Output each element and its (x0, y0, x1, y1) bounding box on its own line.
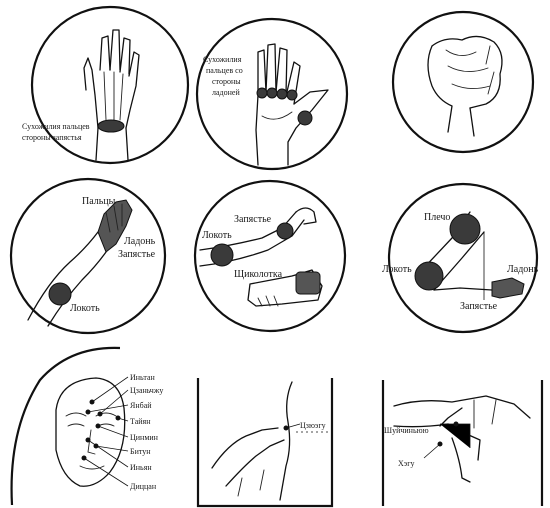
arm-drawing (27, 199, 133, 327)
hand-drawing (393, 395, 531, 483)
label-palm-tendons-4: ладоней (212, 88, 240, 97)
elbow-point-3 (414, 261, 444, 291)
face-drawing (55, 377, 126, 487)
point-dot-hand-1 (453, 421, 459, 427)
label-elbow: Локоть (70, 303, 100, 314)
label-shoulder: Плечо (424, 212, 450, 223)
panel-2-frame (195, 17, 349, 171)
label-ankle: Щиколотка (234, 269, 283, 280)
panel-6-frame (387, 182, 539, 334)
label-fingers: Пальцы (82, 196, 116, 207)
label-palm-tendons-1: Сухожилия (203, 55, 242, 64)
label-palm-tendons-3: стороны (212, 77, 241, 86)
label-point-5: Цинмин (130, 433, 159, 442)
panel-8-frame (196, 378, 334, 508)
panel-face-points: Иньтан Цзаньчжу Янбай Тайян Цинмин Битун… (10, 346, 163, 506)
label-point-6: Битун (130, 447, 151, 456)
palm-tendon-point-2 (266, 87, 278, 99)
palm-tendon-point-4 (286, 89, 298, 101)
panel-7-frame (10, 346, 121, 506)
panel-9-frame (381, 380, 544, 506)
panel-3-frame (391, 10, 535, 154)
label-hand-point-2: Хэгу (398, 459, 415, 468)
elbow-point-2 (210, 243, 234, 267)
label-wrist-2: Запястье (234, 214, 272, 225)
palm-thenar-point (297, 110, 313, 126)
panel-palm: Сухожилия пальцев со стороны ладоней (195, 17, 349, 171)
label-palm: Ладонь (124, 236, 156, 247)
wrist-tendon-point (97, 119, 125, 133)
shoulder-point (449, 213, 481, 245)
panel-4-frame (9, 177, 167, 335)
back-of-hand-drawing (83, 29, 140, 161)
label-hand-point-1: Шуйчиньюю (384, 426, 429, 435)
label-point-2: Цзаньчжу (130, 386, 163, 395)
label-point-8: Диццан (130, 482, 157, 491)
palm-region-2 (491, 277, 525, 299)
label-back-tendons-2: стороны запястья (22, 133, 82, 142)
ankle-region (295, 271, 321, 295)
label-point-4: Тайян (130, 417, 151, 426)
label-ear-point: Цзюэгу (300, 421, 326, 430)
panel-fist (391, 10, 535, 154)
label-point-3: Янбай (130, 401, 152, 410)
label-wrist: Запястье (118, 249, 156, 260)
palm-tendon-point-3 (276, 88, 288, 100)
label-palm-2: Ладонь (507, 264, 539, 275)
label-palm-tendons-2: пальцев со (206, 66, 243, 75)
panel-hand-points: Шуйчиньюю Хэгу (381, 380, 544, 506)
wrist-point (276, 222, 294, 240)
panel-arm: Пальцы Ладонь Запястье Локоть (9, 177, 167, 335)
label-wrist-3: Запястье (460, 301, 498, 312)
label-elbow-2: Локоть (202, 230, 232, 241)
panel-shoulder-arm: Плечо Локоть Ладонь Запястье (382, 182, 539, 334)
label-point-7: Иньян (130, 463, 152, 472)
label-back-tendons-1: Сухожилия пальцев (22, 122, 90, 131)
label-point-1: Иньтан (130, 373, 156, 382)
fist-drawing (427, 35, 503, 137)
arm-leg-drawing (199, 207, 323, 307)
label-elbow-3: Локоть (382, 264, 412, 275)
panel-5-frame (193, 179, 347, 333)
elbow-point (48, 282, 72, 306)
ear-finger-drawing (211, 381, 330, 501)
panel-ear-point: Цзюэгу (196, 378, 334, 508)
panel-1-frame (30, 5, 190, 165)
palm-drawing (255, 43, 329, 166)
panel-wrist-elbow-ankle: Запястье Локоть Щиколотка (193, 179, 347, 333)
panel-back-of-hand: Сухожилия пальцев стороны запястья (22, 5, 190, 165)
palm-tendon-point-1 (256, 87, 268, 99)
